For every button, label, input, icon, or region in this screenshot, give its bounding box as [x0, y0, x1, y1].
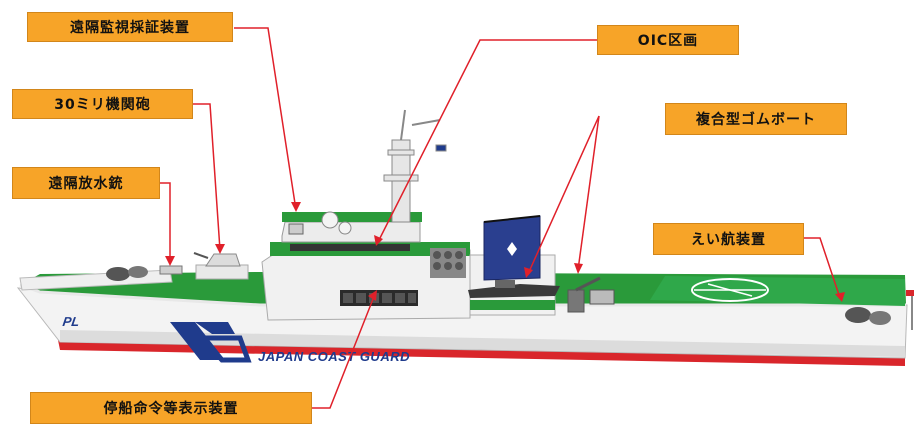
leader-lines	[160, 27, 841, 409]
jcg-stripe-mark	[170, 322, 252, 363]
water-cannon	[159, 265, 183, 275]
leader-towing	[804, 237, 841, 299]
radar-dome-1	[321, 211, 339, 229]
liferaft-racks	[430, 248, 466, 278]
label-oic: OIC区画	[597, 25, 739, 55]
leader-remote-surveillance	[234, 27, 297, 211]
aft-block-green	[470, 300, 555, 310]
hull-name-text: JAPAN COAST GUARD	[258, 349, 410, 364]
gun-barrel	[193, 252, 209, 259]
label-water-cannon: 遠隔放水銃	[12, 167, 160, 199]
rib-boat	[468, 284, 560, 298]
leader-arrowheads	[165, 202, 845, 302]
surveillance-camera	[288, 223, 304, 235]
label-rib-boat: 複合型ゴムボート	[665, 103, 847, 135]
leader-display	[312, 293, 376, 409]
leader-oic	[377, 39, 597, 243]
label-30mm-gun: 30ミリ機関砲	[12, 89, 193, 119]
bridge-roof	[282, 212, 422, 222]
gun-mount	[205, 253, 241, 267]
hull-pl-mark: PL	[62, 314, 81, 329]
label-stop-order-display: 停船命令等表示装置	[30, 392, 312, 424]
leader-rib-2	[577, 115, 600, 271]
radar-emblem	[507, 242, 517, 256]
label-remote-surveillance: 遠隔監視採証装置	[27, 12, 233, 42]
hull-red-stripe	[58, 340, 905, 366]
gun-deck	[195, 264, 249, 280]
radar-dome-2	[338, 221, 352, 235]
mast	[383, 109, 447, 223]
helipad-circle	[691, 278, 769, 302]
davit	[567, 276, 615, 313]
bridge-windows	[290, 244, 410, 251]
ship	[16, 109, 914, 366]
leader-rib-1	[527, 115, 600, 275]
stern-winch	[845, 307, 891, 325]
leader-water-cannon	[160, 182, 171, 262]
bow-winch	[106, 266, 148, 281]
label-towing-gear: えい航装置	[653, 223, 804, 255]
leader-gun	[193, 103, 221, 251]
hull-shadow	[60, 330, 905, 357]
